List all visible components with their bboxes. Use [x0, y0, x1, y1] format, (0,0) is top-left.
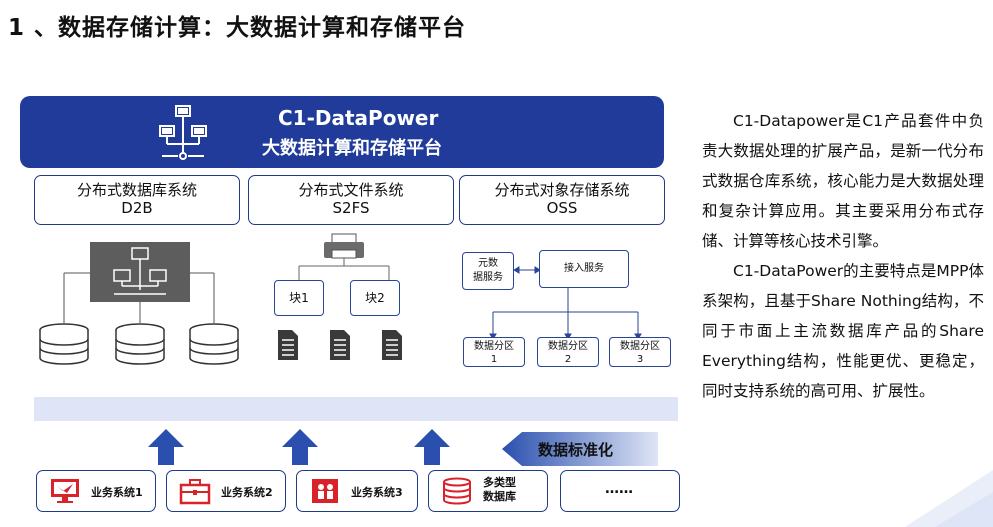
more-systems: ……	[560, 470, 680, 512]
business-system-2: 业务系统2	[166, 470, 286, 512]
integration-bar	[34, 397, 678, 421]
business-system-label: 多类型 数据库	[483, 476, 516, 503]
page-title: 1 、数据存储计算：大数据计算和存储平台	[8, 15, 467, 41]
document-icon	[382, 330, 402, 360]
partition-label: 数据分区	[620, 341, 660, 352]
monitor-icon	[51, 479, 79, 503]
partition-label: 数据分区	[548, 341, 588, 352]
system-box-oss: 分布式对象存储系统 OSS	[459, 175, 665, 225]
system-code: D2B	[121, 199, 153, 217]
database-icon	[443, 477, 471, 505]
printer-icon	[324, 233, 364, 259]
block-box: 块2	[350, 280, 400, 316]
banner-title: C1-DataPower	[278, 106, 439, 130]
business-system-label: 业务系统1	[91, 486, 143, 499]
system-name: 分布式对象存储系统	[494, 181, 630, 199]
partition-number: 2	[564, 354, 572, 365]
data-partition-box: 数据分区 2	[537, 337, 599, 367]
system-code: S2FS	[332, 199, 370, 217]
description-text: C1-Datapower是C1产品套件中负责大数据处理的扩展产品，是新一代分布式…	[702, 106, 984, 406]
d2b-cluster-diagram	[39, 242, 239, 365]
description-paragraph: C1-Datapower是C1产品套件中负责大数据处理的扩展产品，是新一代分布式…	[702, 112, 984, 250]
business-system-1: 业务系统1	[36, 470, 156, 512]
partition-number: 3	[636, 354, 644, 365]
system-name: 分布式数据库系统	[76, 181, 197, 199]
access-service-box: 接入服务	[539, 250, 629, 288]
system-code: OSS	[546, 199, 578, 217]
data-partition-box: 数据分区 1	[463, 337, 525, 367]
database-cylinder-icon	[189, 323, 239, 365]
system-name: 分布式文件系统	[298, 181, 404, 199]
multi-type-database: 多类型 数据库	[428, 470, 548, 512]
block-box: 块1	[274, 280, 324, 316]
up-arrow-icon	[414, 429, 450, 465]
network-computers-icon	[159, 105, 207, 160]
system-box-d2b: 分布式数据库系统 D2B	[34, 175, 240, 225]
database-cylinder-icon	[39, 323, 89, 365]
business-system-label: 业务系统3	[351, 486, 403, 499]
platform-banner: C1-DataPower 大数据计算和存储平台	[20, 96, 664, 168]
data-partition-box: 数据分区 3	[609, 337, 671, 367]
document-icon	[330, 330, 350, 360]
standardization-label: 数据标准化	[538, 441, 614, 459]
oss-connectors	[489, 266, 642, 340]
business-system-label: 业务系统2	[221, 486, 273, 499]
s2fs-block-diagram	[278, 233, 402, 360]
people-board-icon	[312, 479, 338, 503]
business-system-3: 业务系统3	[296, 470, 418, 512]
meta-service-box: 元数 据服务	[462, 252, 514, 290]
partition-label: 数据分区	[474, 341, 514, 352]
decorative-corner-shape	[905, 470, 993, 527]
up-arrow-icon	[282, 429, 318, 465]
up-arrow-icon	[148, 429, 184, 465]
standardization-arrow	[502, 432, 658, 466]
database-cylinder-icon	[115, 323, 165, 365]
partition-number: 1	[490, 354, 498, 365]
briefcase-icon	[179, 479, 211, 505]
system-box-s2fs: 分布式文件系统 S2FS	[248, 175, 454, 225]
document-icon	[278, 330, 298, 360]
ellipsis-label: ……	[605, 481, 633, 497]
banner-subtitle: 大数据计算和存储平台	[262, 138, 442, 159]
description-paragraph: C1-DataPower的主要特点是MPP体系架构，且基于Share Nothi…	[702, 262, 984, 400]
